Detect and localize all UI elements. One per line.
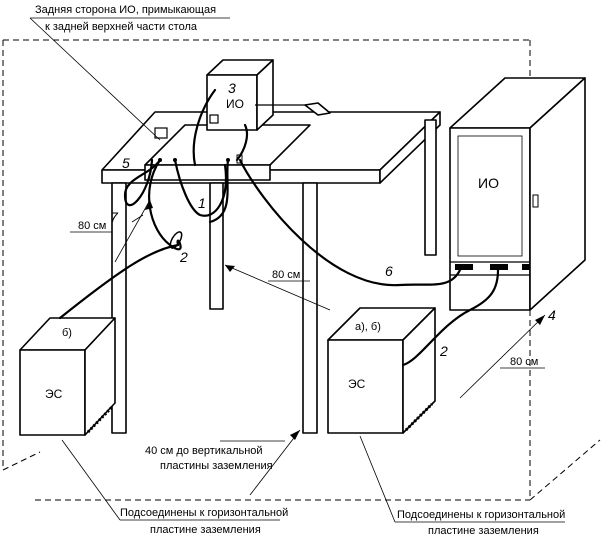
dim-80-right: 80 см bbox=[510, 356, 538, 368]
callout-3: 3 bbox=[228, 80, 236, 96]
distance-40-line1: 40 см до вертикальной bbox=[145, 445, 263, 457]
back-side-label-line1: Задняя сторона ИО, примыкающая bbox=[35, 4, 216, 16]
callout-4: 4 bbox=[548, 307, 556, 323]
cables bbox=[58, 88, 500, 367]
callout-6: 6 bbox=[385, 263, 393, 279]
es-right-box bbox=[327, 307, 436, 434]
es-left-box bbox=[19, 317, 116, 436]
ground-left-line1: Подсоединены к горизонтальной bbox=[120, 507, 288, 519]
callout-1: 1 bbox=[198, 195, 206, 211]
callout-2-cable: 2 bbox=[179, 249, 188, 265]
ground-left-line2: пластине заземления bbox=[150, 524, 261, 536]
back-side-label-line2: к задней верхней части стола bbox=[45, 21, 198, 33]
distance-40-line2: пластины заземления bbox=[160, 460, 273, 472]
callout-5: 5 bbox=[122, 155, 130, 171]
io-cabinet bbox=[449, 77, 586, 311]
leader-lines bbox=[29, 17, 565, 523]
es-right-tag: а), б) bbox=[355, 321, 381, 333]
ground-right-line2: пластине заземления bbox=[428, 525, 539, 537]
io-cabinet-label: ИО bbox=[478, 175, 499, 191]
es-right-label: ЭС bbox=[348, 377, 366, 391]
io-small-label: ИО bbox=[226, 97, 244, 111]
callout-2-right: 2 bbox=[439, 343, 448, 359]
callout-7: 7 bbox=[110, 209, 119, 225]
dim-80-middle: 80 см bbox=[272, 269, 300, 281]
dim-80-left: 80 см bbox=[78, 220, 106, 232]
ground-right-line1: Подсоединены к горизонтальной bbox=[397, 509, 565, 521]
es-left-label: ЭС bbox=[45, 387, 63, 401]
es-left-tag: б) bbox=[62, 327, 72, 339]
io-small-box bbox=[206, 59, 331, 131]
